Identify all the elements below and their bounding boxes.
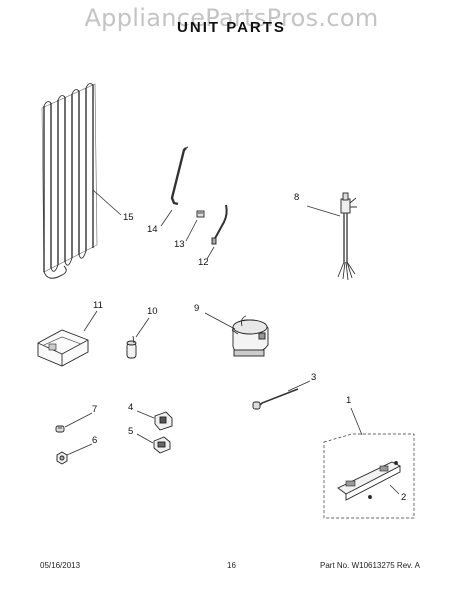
page-title: UNIT PARTS <box>177 19 286 36</box>
mounting-bracket-drawing <box>323 433 415 519</box>
condenser-coil-drawing <box>41 83 98 279</box>
callout-1: 1 <box>346 395 352 406</box>
callout-6: 6 <box>92 435 98 446</box>
callout-10: 10 <box>147 306 158 317</box>
callout-12: 12 <box>198 257 209 268</box>
fitting-drawing <box>196 210 205 218</box>
callout-7: 7 <box>92 404 98 415</box>
relay-drawing <box>154 411 173 431</box>
evaporator-tube-drawing <box>252 388 299 410</box>
callout-2: 2 <box>401 492 407 503</box>
compressor-drawing <box>231 315 269 357</box>
callout-13: 13 <box>174 239 185 250</box>
footer-page-number: 16 <box>227 561 236 570</box>
callout-9: 9 <box>194 303 200 314</box>
callout-14: 14 <box>147 224 158 235</box>
nut-drawing <box>56 451 68 465</box>
callout-5: 5 <box>128 426 134 437</box>
callout-15: 15 <box>123 212 134 223</box>
drier-tube-drawing <box>211 204 228 245</box>
tube-drawing <box>170 146 189 206</box>
callout-11: 11 <box>93 300 103 311</box>
watermark-text: AppliancePartsPros.com <box>84 4 379 32</box>
capacitor-drawing <box>126 335 137 359</box>
footer-part-number: Part No. W10613275 Rev. A <box>320 561 420 570</box>
callout-4: 4 <box>128 402 134 413</box>
callout-8: 8 <box>294 192 300 203</box>
grommet-drawing <box>55 425 65 433</box>
drain-pan-drawing <box>37 329 89 367</box>
wiring-harness-drawing <box>337 192 357 281</box>
callout-3: 3 <box>311 372 317 383</box>
footer-date: 05/16/2013 <box>40 561 81 570</box>
overload-drawing <box>153 436 171 454</box>
